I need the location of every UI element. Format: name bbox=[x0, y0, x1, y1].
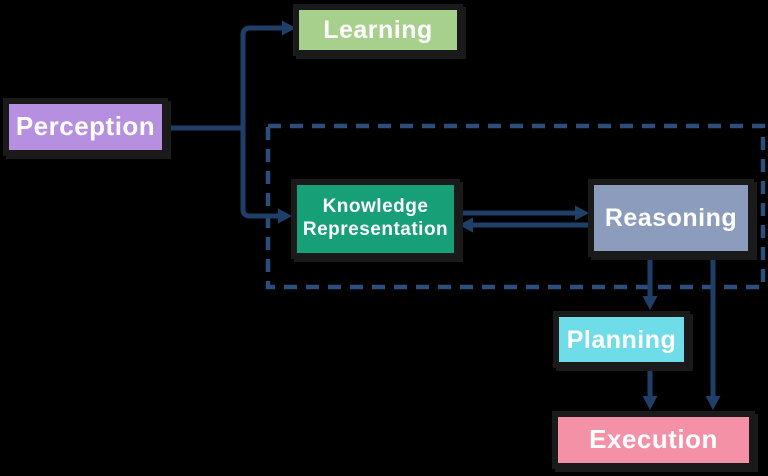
arrowheads bbox=[278, 20, 721, 410]
arrowhead-into-reasoning bbox=[575, 205, 589, 221]
node-learning: Learning bbox=[293, 4, 463, 56]
solid-connectors bbox=[168, 25, 716, 396]
node-planning-label: Planning bbox=[566, 325, 677, 354]
arrowhead-into-execution-right bbox=[705, 396, 721, 410]
node-perception-label: Perception bbox=[15, 111, 156, 142]
arrowhead-into-learning bbox=[282, 20, 296, 36]
node-reasoning-label: Reasoning bbox=[604, 204, 738, 232]
arrowhead-into-execution-left bbox=[642, 396, 658, 410]
dashed-boundary-box bbox=[265, 123, 766, 290]
arrowhead-into-planning bbox=[642, 296, 658, 310]
node-planning: Planning bbox=[553, 311, 690, 368]
node-kr-label-line1: Knowledge bbox=[322, 196, 429, 218]
node-learning-label: Learning bbox=[323, 16, 433, 44]
edge-perception-branch bbox=[240, 25, 282, 219]
node-kr-label-line2: Representation bbox=[302, 219, 449, 240]
arrowhead-into-kr-right bbox=[459, 217, 473, 233]
arrowhead-into-kr-left bbox=[278, 208, 292, 224]
node-perception: Perception bbox=[3, 98, 168, 156]
node-execution: Execution bbox=[552, 411, 755, 469]
node-knowledge-representation: Knowledge Representation bbox=[291, 179, 460, 259]
node-reasoning: Reasoning bbox=[588, 179, 754, 257]
node-execution-label: Execution bbox=[589, 424, 718, 455]
